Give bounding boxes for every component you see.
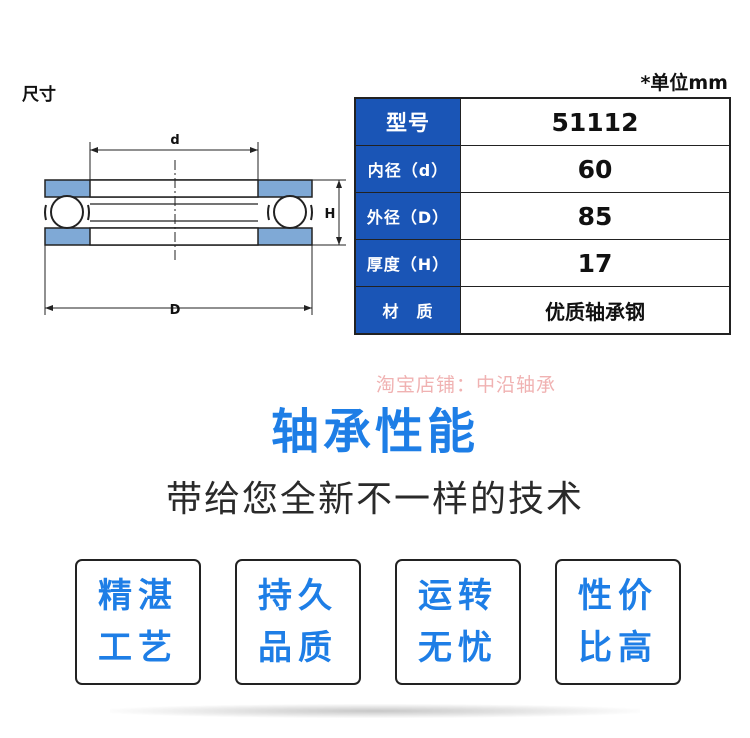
headline: 轴承性能 xyxy=(270,404,479,460)
feature-line: 运转 xyxy=(418,576,498,616)
material-value: 优质轴承钢 xyxy=(460,286,731,335)
thickness-value: 17 xyxy=(460,239,731,287)
thickness-label: 厚度（H） xyxy=(354,239,461,287)
bearing-diagram: d D H xyxy=(44,133,346,318)
feature-text: 性价比高 xyxy=(572,570,664,674)
table-row: 型号 51112 xyxy=(354,97,731,146)
feature-text: 持久品质 xyxy=(252,570,344,674)
feature-card-quality: 持久品质 xyxy=(235,559,361,685)
table-row: 内径（d） 60 xyxy=(354,145,731,193)
bottom-shadow xyxy=(110,704,640,718)
H-dimension-label: H xyxy=(325,207,336,222)
feature-card-worry-free: 运转无忧 xyxy=(395,559,521,685)
subtitle: 带给您全新不一样的技术 xyxy=(165,479,584,520)
material-label: 材 质 xyxy=(354,286,461,335)
feature-line: 精湛 xyxy=(98,576,178,616)
feature-line: 性价 xyxy=(578,576,658,616)
outer-diameter-value: 85 xyxy=(460,192,731,240)
feature-line: 工艺 xyxy=(98,628,178,668)
model-value: 51112 xyxy=(460,97,731,146)
left-ball xyxy=(50,195,84,229)
feature-line: 无忧 xyxy=(418,628,498,668)
table-row: 外径（D） 85 xyxy=(354,192,731,240)
unit-label: *单位mm xyxy=(640,72,728,94)
feature-text: 运转无忧 xyxy=(412,570,504,674)
table-row: 材 质 优质轴承钢 xyxy=(354,286,731,335)
inner-diameter-label: 内径（d） xyxy=(354,145,461,193)
inner-diameter-value: 60 xyxy=(460,145,731,193)
size-label: 尺寸 xyxy=(22,85,56,105)
D-dimension-label: D xyxy=(170,303,181,318)
feature-line: 持久 xyxy=(258,576,338,616)
right-ball xyxy=(273,195,307,229)
feature-text: 精湛工艺 xyxy=(92,570,184,674)
top-washer-bore xyxy=(89,179,259,198)
d-dimension-label: d xyxy=(170,133,179,148)
feature-line: 比高 xyxy=(578,628,658,668)
feature-card-value: 性价比高 xyxy=(555,559,681,685)
bottom-washer-bore xyxy=(89,227,259,246)
feature-line: 品质 xyxy=(258,628,338,668)
spec-table: 型号 51112 内径（d） 60 外径（D） 85 厚度（H） 17 材 质 … xyxy=(354,97,731,335)
model-label: 型号 xyxy=(354,97,461,146)
outer-diameter-label: 外径（D） xyxy=(354,192,461,240)
table-row: 厚度（H） 17 xyxy=(354,239,731,287)
shop-watermark: 淘宝店铺：中沿轴承 xyxy=(376,374,557,396)
feature-card-craft: 精湛工艺 xyxy=(75,559,201,685)
